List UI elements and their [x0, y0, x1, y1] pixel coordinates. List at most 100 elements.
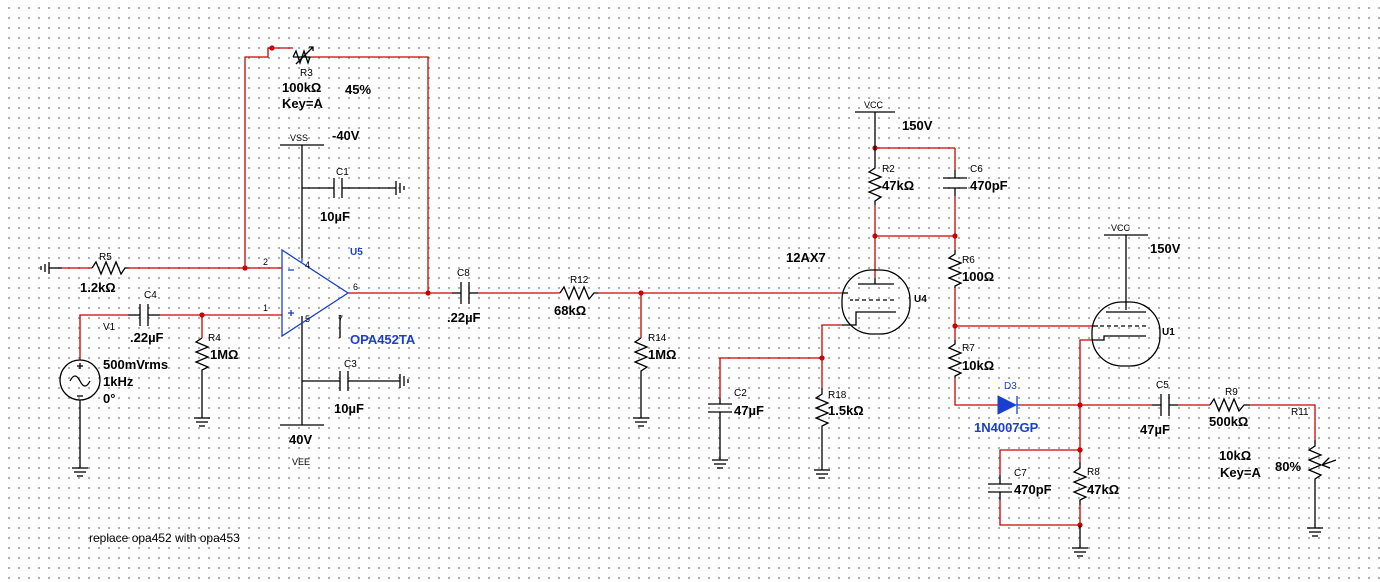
r11-ref: R11	[1291, 407, 1309, 418]
ground-icon	[395, 181, 405, 195]
r11-key: Key=A	[1220, 465, 1261, 480]
d3-ref: D3	[1004, 381, 1017, 392]
vcc-rail-2[interactable]: VCC 150V	[1104, 223, 1181, 256]
r7-value: 10kΩ	[962, 358, 994, 373]
v1-ac-source[interactable]: V1 500mVrms 1kHz 0°	[59, 322, 168, 406]
r9-ref: R9	[1225, 387, 1238, 398]
r3-key: Key=A	[282, 96, 323, 111]
c6-value: 470pF	[970, 178, 1008, 193]
c6-capacitor[interactable]: C6 470pF	[943, 164, 1008, 196]
d3-diode[interactable]: D3 1N4007GP	[974, 381, 1039, 435]
vee-label: VEE	[292, 457, 310, 467]
v1-frequency: 1kHz	[103, 374, 134, 389]
r14-value: 1MΩ	[648, 347, 676, 362]
u1-triode[interactable]: U1	[1091, 301, 1175, 367]
u4-triode[interactable]: 12AX7 U4	[786, 250, 927, 335]
vss-rail[interactable]: VSS -40V	[280, 128, 360, 146]
r2-value: 47kΩ	[882, 178, 914, 193]
r2-resistor[interactable]: R2 47kΩ	[867, 163, 914, 205]
vee-voltage: 40V	[289, 432, 312, 447]
r6-ref: R6	[962, 255, 975, 266]
ground-icon	[712, 459, 728, 469]
v1-phase: 0°	[103, 391, 115, 406]
r8-value: 47kΩ	[1087, 482, 1119, 497]
r3-value: 100kΩ	[282, 80, 321, 95]
c4-ref: C4	[144, 290, 157, 301]
c5-value: 47µF	[1140, 422, 1170, 437]
r5-value: 1.2kΩ	[80, 280, 116, 295]
r6-resistor[interactable]: R6 100Ω	[947, 250, 994, 288]
r9-resistor[interactable]: R9 500kΩ	[1209, 387, 1250, 429]
r18-resistor[interactable]: R18 1.5kΩ	[814, 388, 864, 430]
ground-icon	[1072, 547, 1088, 557]
r3-percent: 45%	[345, 82, 371, 97]
r9-value: 500kΩ	[1209, 414, 1248, 429]
r12-resistor[interactable]: R12 68kΩ	[554, 275, 598, 318]
vcc1-label: VCC	[864, 100, 884, 110]
vcc-rail-1[interactable]: VCC 150V	[855, 100, 933, 133]
schematic-note[interactable]: replace opa452 with opa453	[89, 531, 240, 545]
r7-ref: R7	[962, 343, 975, 354]
ground-icon	[194, 417, 210, 427]
r8-ref: R8	[1087, 467, 1100, 478]
vcc2-voltage: 150V	[1150, 241, 1181, 256]
vcc2-label: VCC	[1111, 223, 1131, 233]
u5-opamp[interactable]: 2 1 4 5 6 7 U5 OPA452TA	[263, 247, 416, 347]
vcc1-voltage: 150V	[902, 118, 933, 133]
c2-capacitor[interactable]: C2 47µF	[708, 388, 764, 420]
d3-part: 1N4007GP	[974, 420, 1039, 435]
c7-capacitor[interactable]: C7 470pF	[988, 468, 1052, 500]
ground-icon	[633, 417, 649, 427]
c7-ref: C7	[1014, 468, 1027, 479]
u1-ref: U1	[1162, 327, 1175, 338]
ground-icon	[814, 469, 830, 479]
vee-rail[interactable]: 40V VEE	[280, 424, 324, 467]
ground-icon	[40, 262, 62, 274]
c1-value: 10µF	[320, 209, 350, 224]
r11-percent: 80%	[1275, 459, 1301, 474]
u5-part: OPA452TA	[350, 332, 416, 347]
r18-ref: R18	[828, 390, 847, 401]
u5-ref: U5	[350, 247, 363, 258]
c5-capacitor[interactable]: C5 47µF	[1140, 380, 1178, 437]
r7-resistor[interactable]: R7 10kΩ	[947, 340, 994, 378]
c5-ref: C5	[1156, 380, 1169, 391]
r18-value: 1.5kΩ	[828, 403, 864, 418]
wires	[62, 45, 1316, 528]
vss-label: VSS	[290, 133, 308, 143]
r14-resistor[interactable]: R14 1MΩ	[633, 333, 676, 374]
power-wires	[79, 112, 1316, 548]
ground-icon	[399, 374, 409, 388]
u4-part: 12AX7	[786, 250, 826, 265]
c8-capacitor[interactable]: C8 .22µF	[447, 268, 481, 325]
c1-capacitor[interactable]: C1 10µF	[320, 167, 354, 224]
ground-icon	[1307, 527, 1323, 537]
r5-ref: R5	[99, 252, 112, 263]
u5-pin-6: 6	[353, 282, 358, 292]
r12-ref: R12	[570, 275, 589, 286]
r4-resistor[interactable]: R4 1MΩ	[194, 315, 238, 372]
c3-capacitor[interactable]: C3 10µF	[334, 359, 364, 416]
r5-resistor[interactable]: R5 1.2kΩ	[80, 252, 128, 295]
ground-symbols	[40, 181, 1323, 557]
r3-ref: R3	[300, 68, 313, 79]
vss-voltage: -40V	[332, 128, 360, 143]
r11-value: 10kΩ	[1219, 448, 1251, 463]
c3-ref: C3	[344, 359, 357, 370]
c2-ref: C2	[734, 388, 747, 399]
u5-pin-2: 2	[263, 257, 268, 267]
r4-value: 1MΩ	[210, 347, 238, 362]
r3-potentiometer[interactable]: R3 100kΩ 45% Key=A	[282, 46, 371, 111]
ground-icon	[72, 467, 88, 477]
u5-pin-1: 1	[263, 303, 268, 313]
u5-pin-7: 7	[338, 314, 343, 324]
c3-value: 10µF	[334, 401, 364, 416]
v1-amplitude: 500mVrms	[103, 357, 168, 372]
r8-resistor[interactable]: R8 47kΩ	[1072, 462, 1119, 525]
v1-ref: V1	[103, 322, 116, 333]
r2-ref: R2	[882, 164, 895, 175]
c4-capacitor[interactable]: C4 .22µF	[128, 290, 164, 345]
r11-potentiometer[interactable]: R11 10kΩ Key=A 80%	[1219, 407, 1337, 490]
c2-value: 47µF	[734, 403, 764, 418]
